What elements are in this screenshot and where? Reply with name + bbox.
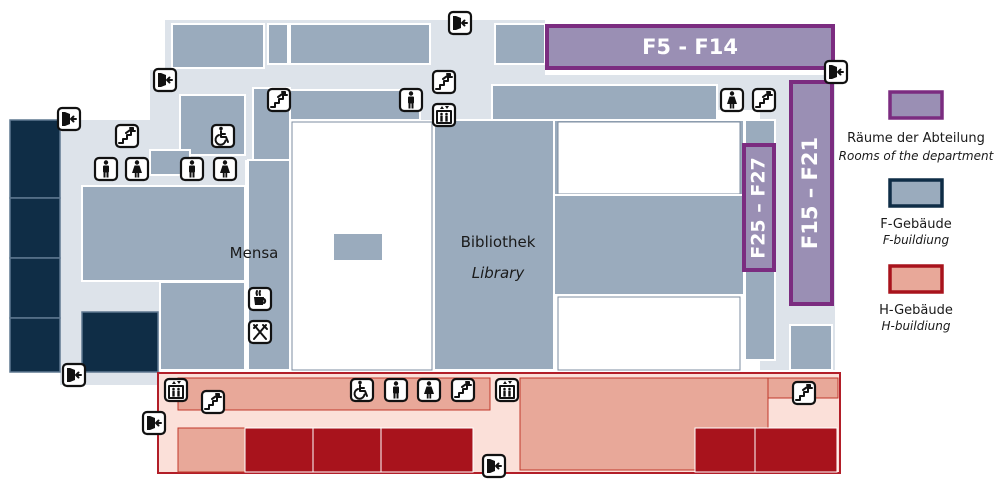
exit-icon bbox=[56, 106, 82, 132]
female-toilet-icon bbox=[719, 87, 745, 113]
male-toilet-icon bbox=[383, 377, 409, 403]
f-room bbox=[159, 281, 246, 371]
wheelchair-toilet-icon bbox=[210, 123, 236, 149]
stairs-icon bbox=[791, 380, 817, 406]
department-middle-label: F25 – F27 bbox=[748, 157, 770, 259]
legend-h-label: H-Gebäude bbox=[879, 303, 953, 318]
f-room bbox=[9, 257, 61, 319]
f-room bbox=[9, 119, 61, 199]
legend-f-label: F-Gebäude bbox=[880, 217, 951, 232]
f-room bbox=[9, 317, 61, 373]
legend-swatch-h-building bbox=[888, 264, 944, 294]
department-middle[interactable]: F25 – F27 bbox=[742, 143, 776, 272]
exit-icon bbox=[152, 67, 178, 93]
h-room bbox=[312, 427, 382, 473]
coffee-icon bbox=[247, 286, 273, 312]
restaurant-icon bbox=[247, 319, 273, 345]
exit-icon bbox=[447, 10, 473, 36]
f-room bbox=[81, 185, 246, 282]
female-toilet-icon bbox=[416, 377, 442, 403]
elevator-icon bbox=[431, 102, 457, 128]
male-toilet-icon bbox=[179, 156, 205, 182]
h-room bbox=[754, 427, 838, 473]
stairs-icon bbox=[431, 69, 457, 95]
f-room bbox=[81, 311, 159, 373]
stairs-icon bbox=[200, 389, 226, 415]
elevator-icon bbox=[494, 377, 520, 403]
h-room bbox=[694, 427, 756, 473]
female-toilet-icon bbox=[212, 156, 238, 182]
exit-icon bbox=[823, 59, 849, 85]
stairs-icon bbox=[751, 87, 777, 113]
f-room bbox=[9, 197, 61, 259]
male-toilet-icon bbox=[398, 87, 424, 113]
mensa-hall bbox=[247, 159, 291, 371]
stairs-icon bbox=[266, 87, 292, 113]
library-area bbox=[553, 194, 745, 296]
exit-icon bbox=[61, 362, 87, 388]
department-right-label: F15 – F21 bbox=[798, 137, 822, 249]
department-top[interactable]: F5 - F14 bbox=[545, 24, 835, 70]
library-void bbox=[557, 296, 741, 371]
f-room bbox=[267, 23, 289, 65]
exit-icon bbox=[141, 410, 167, 436]
bibliothek-label: Bibliothek bbox=[461, 233, 536, 251]
legend-swatch-f-building bbox=[888, 178, 944, 208]
f-room bbox=[289, 23, 431, 65]
library-area bbox=[433, 119, 555, 371]
f-room bbox=[149, 149, 191, 176]
h-room bbox=[244, 427, 314, 473]
library-void bbox=[557, 121, 741, 195]
f-building bbox=[9, 20, 835, 385]
h-room bbox=[380, 427, 474, 473]
library-label: Library bbox=[472, 264, 526, 282]
male-toilet-icon bbox=[93, 156, 119, 182]
legend-swatch-department bbox=[888, 90, 944, 120]
department-right[interactable]: F15 – F21 bbox=[789, 80, 834, 306]
h-room bbox=[177, 427, 247, 473]
legend-f-sub: F-buildiung bbox=[883, 233, 950, 247]
department-top-label: F5 - F14 bbox=[642, 35, 738, 59]
f-room bbox=[171, 23, 265, 69]
elevator-icon bbox=[163, 377, 189, 403]
legend: Räume der Abteilung Rooms of the departm… bbox=[839, 90, 995, 333]
f-room bbox=[494, 23, 546, 65]
legend-h-sub: H-buildiung bbox=[881, 319, 950, 333]
f-room bbox=[332, 232, 384, 262]
f-room bbox=[789, 324, 833, 371]
wheelchair-toilet-icon bbox=[349, 377, 375, 403]
legend-department-label: Räume der Abteilung bbox=[847, 131, 985, 146]
stairs-icon bbox=[450, 377, 476, 403]
f-room bbox=[491, 84, 718, 121]
exit-icon bbox=[481, 453, 507, 479]
legend-department-sub: Rooms of the department bbox=[839, 149, 995, 163]
f-room bbox=[289, 89, 421, 121]
mensa-label: Mensa bbox=[230, 244, 279, 262]
female-toilet-icon bbox=[124, 156, 150, 182]
stairs-icon bbox=[114, 123, 140, 149]
